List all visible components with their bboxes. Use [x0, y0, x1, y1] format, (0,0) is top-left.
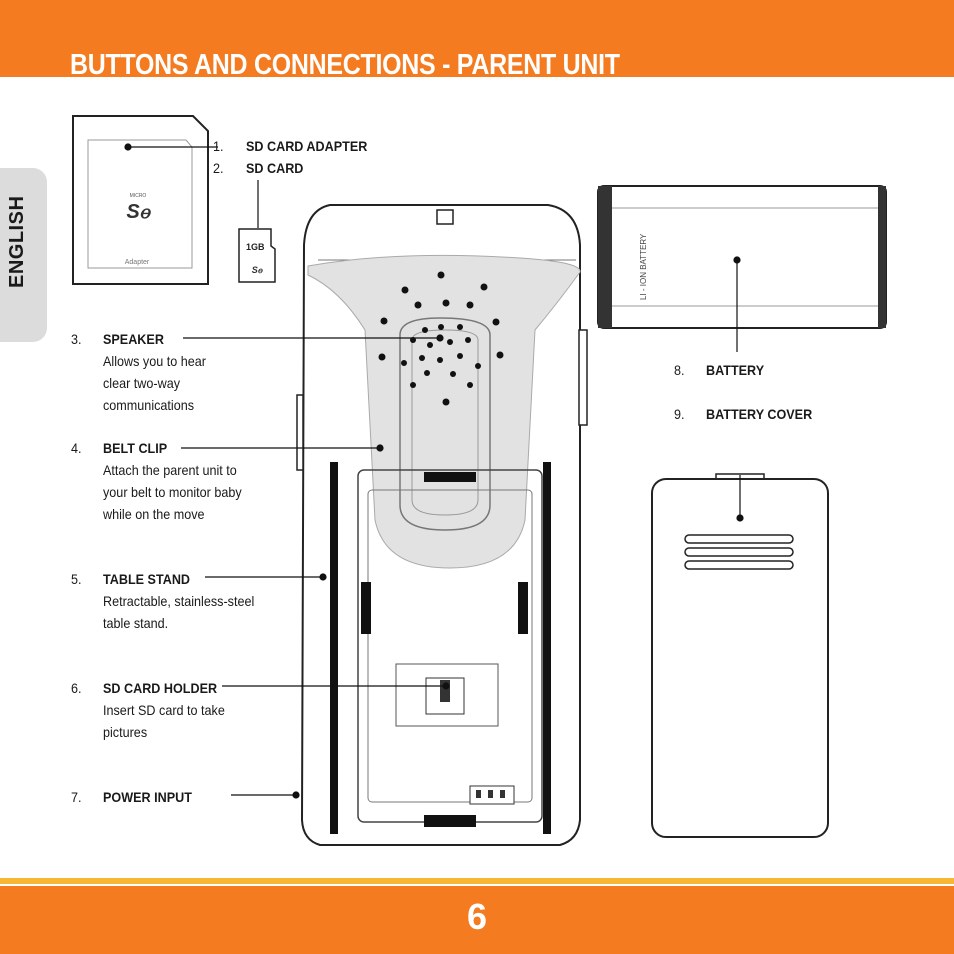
item-title-sd-card-holder: SD CARD HOLDER	[103, 680, 218, 696]
item-number: 9.	[674, 406, 685, 422]
parent-unit-image	[296, 204, 588, 846]
battery-cover-image	[651, 473, 829, 838]
item-title-battery-cover: BATTERY COVER	[706, 406, 813, 422]
item-title-power-input: POWER INPUT	[103, 789, 192, 805]
item-desc-line: table stand.	[103, 615, 169, 631]
item-number: 7.	[71, 789, 82, 805]
svg-text:Sⲑ: Sⲑ	[252, 265, 264, 275]
item-number: 5.	[71, 571, 82, 587]
item-desc-line: while on the move	[103, 506, 205, 522]
item-desc-line: communications	[103, 397, 195, 413]
item-desc-line: Retractable, stainless-steel	[103, 593, 255, 609]
item-desc-line: Attach the parent unit to	[103, 462, 237, 478]
footer-rule	[0, 878, 954, 884]
item-number: 8.	[674, 362, 685, 378]
item-desc-line: Allows you to hear	[103, 353, 206, 369]
item-title-sd-card: SD CARD	[246, 160, 304, 176]
item-desc-line: Insert SD card to take	[103, 702, 225, 718]
sd-adapter-micro-text: MICRO	[130, 193, 147, 199]
leader-lines	[124, 143, 744, 799]
item-title-sd-card-adapter: SD CARD ADAPTER	[246, 138, 368, 154]
item-title-table-stand: TABLE STAND	[103, 571, 191, 587]
page-number: 6	[466, 896, 488, 937]
item-title-battery: BATTERY	[706, 362, 765, 378]
item-number: 1.	[213, 138, 224, 154]
item-number: 6.	[71, 680, 82, 696]
speaker-grille	[378, 271, 504, 406]
footer-bar	[0, 886, 954, 954]
item-number: 3.	[71, 331, 82, 347]
language-tab	[0, 168, 47, 342]
item-desc-line: your belt to monitor baby	[103, 484, 242, 500]
sd-card-image: 1GB Sⲑ	[238, 228, 276, 283]
item-number: 4.	[71, 440, 82, 456]
page-title: BUTTONS AND CONNECTIONS - PARENT UNIT	[70, 49, 620, 81]
battery-image: LI - ION BATTERY	[597, 185, 887, 329]
sd-card-capacity-text: 1GB	[246, 242, 265, 252]
sd-adapter-label-text: Adapter	[125, 259, 150, 266]
item-title-speaker: SPEAKER	[103, 331, 164, 347]
item-desc-line: pictures	[103, 724, 148, 740]
item-number: 2.	[213, 160, 224, 176]
svg-text:Sⲑ: Sⲑ	[126, 201, 151, 223]
item-title-belt-clip: BELT CLIP	[103, 440, 168, 456]
header-bar	[0, 0, 954, 77]
sd-adapter-image: MICRO Sⲑ Adapter	[72, 115, 209, 285]
item-desc-line: clear two-way	[103, 375, 181, 391]
battery-label-text: LI - ION BATTERY	[639, 233, 648, 300]
